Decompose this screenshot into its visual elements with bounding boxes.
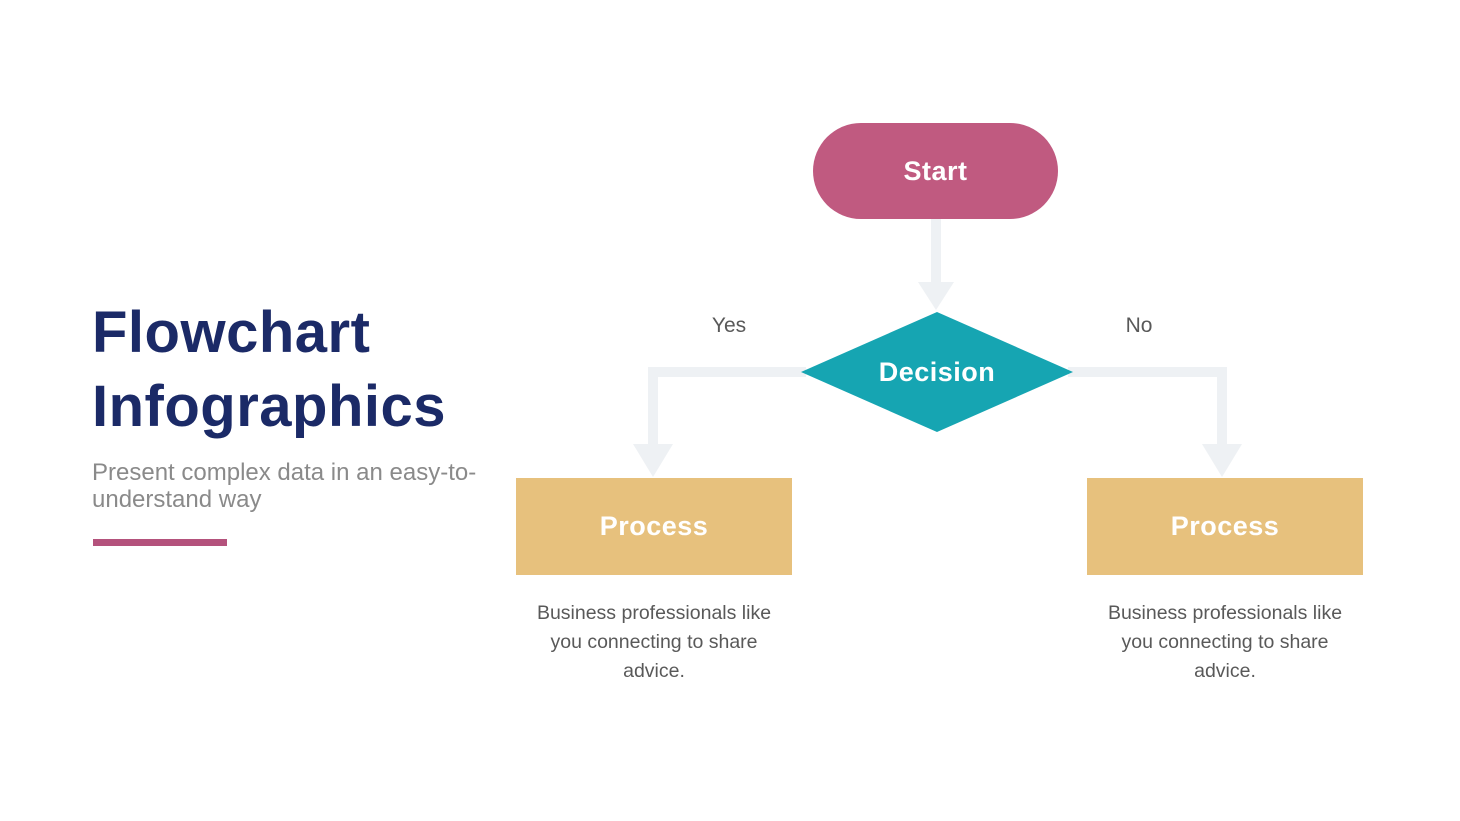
process-node-right: Process [1087,478,1363,575]
decision-node-label: Decision [878,356,996,387]
start-to-decision-connector-line [931,217,941,283]
accent-underline [93,539,227,546]
no-branch-connector-vline [1217,367,1227,445]
page-subtitle: Present complex data in an easy-to-under… [92,459,477,513]
branch-label-yes: Yes [711,314,747,337]
start-node: Start [813,123,1058,219]
yes-branch-connector-vline [648,367,658,445]
branch-label-no: No [1125,314,1153,337]
process-right-description: Business professionals like you connecti… [1107,602,1343,682]
process-node-left: Process [516,478,792,575]
no-branch-connector-hline [1068,367,1227,377]
process-left-description: Business professionals like you connecti… [536,602,772,682]
arrow-down-icon [633,444,673,477]
process-node-left-label: Process [599,511,709,541]
page-title-line-1: Flowchart [92,300,371,365]
page-title-line-2: Infographics [92,374,447,439]
start-node-label: Start [903,155,968,186]
decision-node: Decision [801,312,1073,432]
arrow-down-icon [1202,444,1242,477]
arrow-down-icon [918,282,954,310]
yes-branch-connector-hline [648,367,806,377]
process-node-right-label: Process [1170,511,1280,541]
